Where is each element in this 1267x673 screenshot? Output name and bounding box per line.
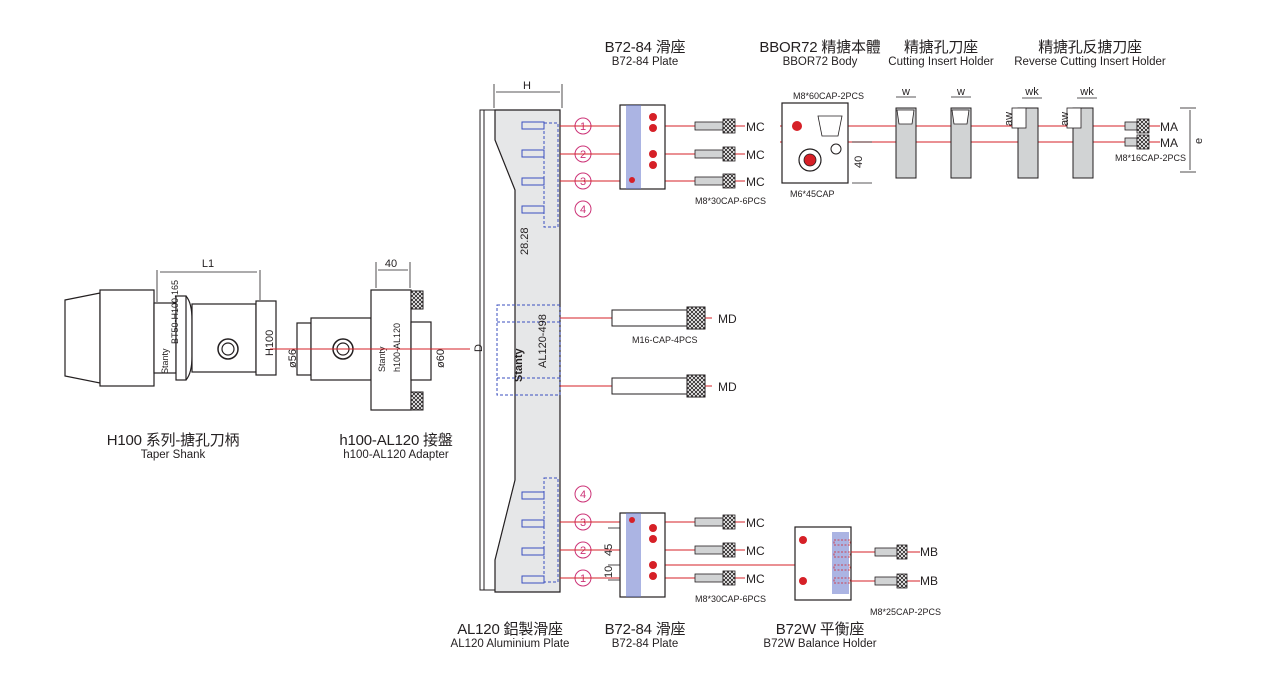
reverse-holder-subtitle: Reverse Cutting Insert Holder <box>1014 56 1166 68</box>
reverse-holders: wk wk aw aw <box>1003 86 1097 179</box>
dim-adapter-40: 40 <box>385 258 397 270</box>
m6-45-label: M6*45CAP <box>790 189 835 199</box>
ma-label-2: MA <box>1160 136 1178 150</box>
dim-wk1: wk <box>1024 86 1039 98</box>
al-code: AL120-498 <box>537 314 549 368</box>
adapter: 40 ø56 ø60 Stanty h100-AL120 <box>287 258 447 411</box>
dim-d56: ø56 <box>287 349 299 368</box>
dim-w1: w <box>901 86 910 98</box>
mb-label-1: MB <box>920 545 938 559</box>
plate-bottom-label: B72-84 滑座 B72-84 Plate <box>585 622 705 651</box>
md-label-1: MD <box>718 312 737 326</box>
md-label-2: MD <box>718 380 737 394</box>
dim-e: e <box>1193 138 1205 144</box>
dim-aw2: aw <box>1059 112 1071 126</box>
md-screws: MD MD M16-CAP-4PCS <box>611 306 737 398</box>
ma-label-1: MA <box>1160 120 1178 134</box>
plate-bottom-subtitle: B72-84 Plate <box>611 638 679 650</box>
m8-16-label: M8*16CAP-2PCS <box>1115 153 1186 163</box>
adapter-subtitle: h100-AL120 Adapter <box>343 449 449 461</box>
pos-3-bottom: 3 <box>580 517 586 529</box>
insert-holders: w w <box>895 86 972 179</box>
balance-holder-subtitle: B72W Balance Holder <box>763 638 877 650</box>
mb-label-2: MB <box>920 574 938 588</box>
mc-label-2: MC <box>746 148 765 162</box>
taper-shank: L1 H100 Stanty BT50-H100-165 <box>64 258 277 387</box>
insert-holder-label: 精搪孔刀座 Cutting Insert Holder <box>882 40 1000 69</box>
m8-60-label: M8*60CAP-2PCS <box>793 91 864 101</box>
dim-45: 45 <box>603 544 615 556</box>
bbor-body-label: BBOR72 精搪本體 BBOR72 Body <box>745 40 895 69</box>
brand-shank: Stanty <box>160 348 170 374</box>
ma-screws: MA MA M8*16CAP-2PCS e <box>1115 107 1205 173</box>
pos-4-bottom: 4 <box>580 489 586 501</box>
mc-label-1: MC <box>746 120 765 134</box>
pos-1-top: 1 <box>580 121 586 133</box>
mc-screws: MC MC MC MC MC MC M8*30CAP-6PCS M8*30CAP… <box>694 118 766 604</box>
m8-30-top: M8*30CAP-6PCS <box>695 196 766 206</box>
taper-shank-title: H100 系列-搪孔刀柄 <box>106 432 240 449</box>
pos-2-bottom: 2 <box>580 545 586 557</box>
brand-adapter: Stanty <box>377 346 387 372</box>
b72-plate-bottom: 45 10 <box>603 512 666 598</box>
taper-shank-subtitle: Taper Shank <box>140 449 206 461</box>
m16-label: M16-CAP-4PCS <box>632 335 698 345</box>
balance-holder-title: B72W 平衡座 <box>775 621 865 638</box>
pos-1-bottom: 1 <box>580 573 586 585</box>
balance-holder: MB MB M8*25CAP-2PCS <box>794 526 941 617</box>
dim-28-28: 28.28 <box>519 227 531 255</box>
balance-holder-label: B72W 平衡座 B72W Balance Holder <box>750 622 890 651</box>
dim-d60: ø60 <box>435 349 447 368</box>
reverse-holder-title: 精搪孔反搪刀座 <box>1038 39 1142 56</box>
bbor-body-subtitle: BBOR72 Body <box>782 56 858 68</box>
dim-H100: H100 <box>264 330 276 356</box>
plate-top-subtitle: B72-84 Plate <box>611 56 679 68</box>
taper-shank-label: H100 系列-搪孔刀柄 Taper Shank <box>78 433 268 462</box>
shank-code: BT50-H100-165 <box>170 280 180 344</box>
dim-w2: w <box>956 86 965 98</box>
mc-label-6: MC <box>746 572 765 586</box>
aluminium-plate-subtitle: AL120 Aluminium Plate <box>450 638 570 650</box>
reverse-holder-label: 精搪孔反搪刀座 Reverse Cutting Insert Holder <box>1004 40 1176 69</box>
brand-plate: Stanty <box>513 348 525 383</box>
adapter-label: h100-AL120 接盤 h100-AL120 Adapter <box>306 433 486 462</box>
dim-body-40: 40 <box>853 156 865 168</box>
b72-plate-top <box>619 104 666 190</box>
dim-H: H <box>523 80 531 92</box>
mc-label-3: MC <box>746 175 765 189</box>
aluminium-plate-label: AL120 鋁製滑座 AL120 Aluminium Plate <box>430 622 590 651</box>
plate-top-title: B72-84 滑座 <box>604 39 686 56</box>
dim-L1: L1 <box>202 258 214 270</box>
pos-2-top: 2 <box>580 149 586 161</box>
m8-30-bottom: M8*30CAP-6PCS <box>695 594 766 604</box>
mc-label-5: MC <box>746 544 765 558</box>
aluminium-plate-title: AL120 鋁製滑座 <box>457 621 563 638</box>
bbor-body: 40 M8*60CAP-2PCS M6*45CAP <box>781 91 872 199</box>
dim-10: 10 <box>603 566 615 578</box>
connectors <box>560 125 1160 579</box>
pos-3-top: 3 <box>580 176 586 188</box>
dim-aw1: aw <box>1003 112 1015 126</box>
plate-bottom-title: B72-84 滑座 <box>604 621 686 638</box>
adapter-code: h100-AL120 <box>392 323 402 372</box>
dim-wk2: wk <box>1079 86 1094 98</box>
m8-25-label: M8*25CAP-2PCS <box>870 607 941 617</box>
insert-holder-subtitle: Cutting Insert Holder <box>888 56 994 68</box>
bbor-body-title: BBOR72 精搪本體 <box>759 39 881 56</box>
insert-holder-title: 精搪孔刀座 <box>903 39 978 56</box>
mc-label-4: MC <box>746 516 765 530</box>
plate-top-label: B72-84 滑座 B72-84 Plate <box>585 40 705 69</box>
adapter-title: h100-AL120 接盤 <box>339 432 453 449</box>
aluminium-plate: H D 28.28 AL120-498 Stanty <box>473 80 563 593</box>
dim-D: D <box>473 344 485 352</box>
pos-4-top: 4 <box>580 204 586 216</box>
position-markers <box>574 117 592 587</box>
